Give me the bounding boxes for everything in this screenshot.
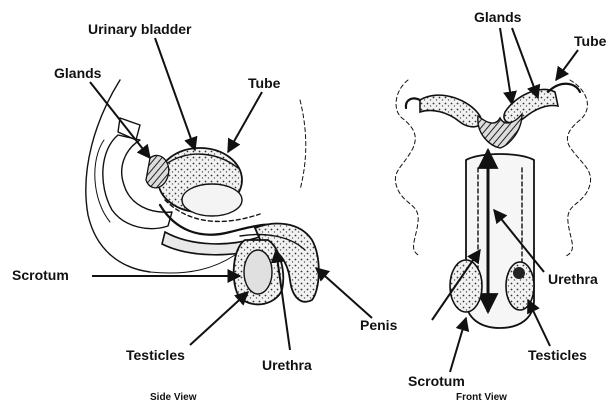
label-side-scrotum: Scrotum <box>12 267 69 283</box>
label-side-tube: Tube <box>248 75 281 91</box>
label-front-urethra: Urethra <box>548 271 598 287</box>
side-view <box>86 38 372 350</box>
side-glands-shape <box>146 155 169 187</box>
front-outline <box>395 80 420 256</box>
body-outline <box>86 80 150 272</box>
caption-side-view: Side View <box>150 392 197 403</box>
label-urinary-bladder: Urinary bladder <box>88 21 192 37</box>
label-front-glands: Glands <box>474 9 522 25</box>
label-front-scrotum: Scrotum <box>408 373 465 389</box>
label-side-testicles: Testicles <box>126 347 185 363</box>
label-front-tube: Tube <box>574 33 607 49</box>
front-tube-right <box>504 89 558 122</box>
side-testicle-shape <box>244 250 272 294</box>
label-front-testicles: Testicles <box>528 347 587 363</box>
caption-front-view: Front View <box>456 392 507 403</box>
label-side-urethra: Urethra <box>262 357 312 373</box>
front-view <box>395 28 590 372</box>
front-tube-left <box>420 95 481 127</box>
label-side-glands: Glands <box>54 65 102 81</box>
label-penis: Penis <box>360 317 398 333</box>
